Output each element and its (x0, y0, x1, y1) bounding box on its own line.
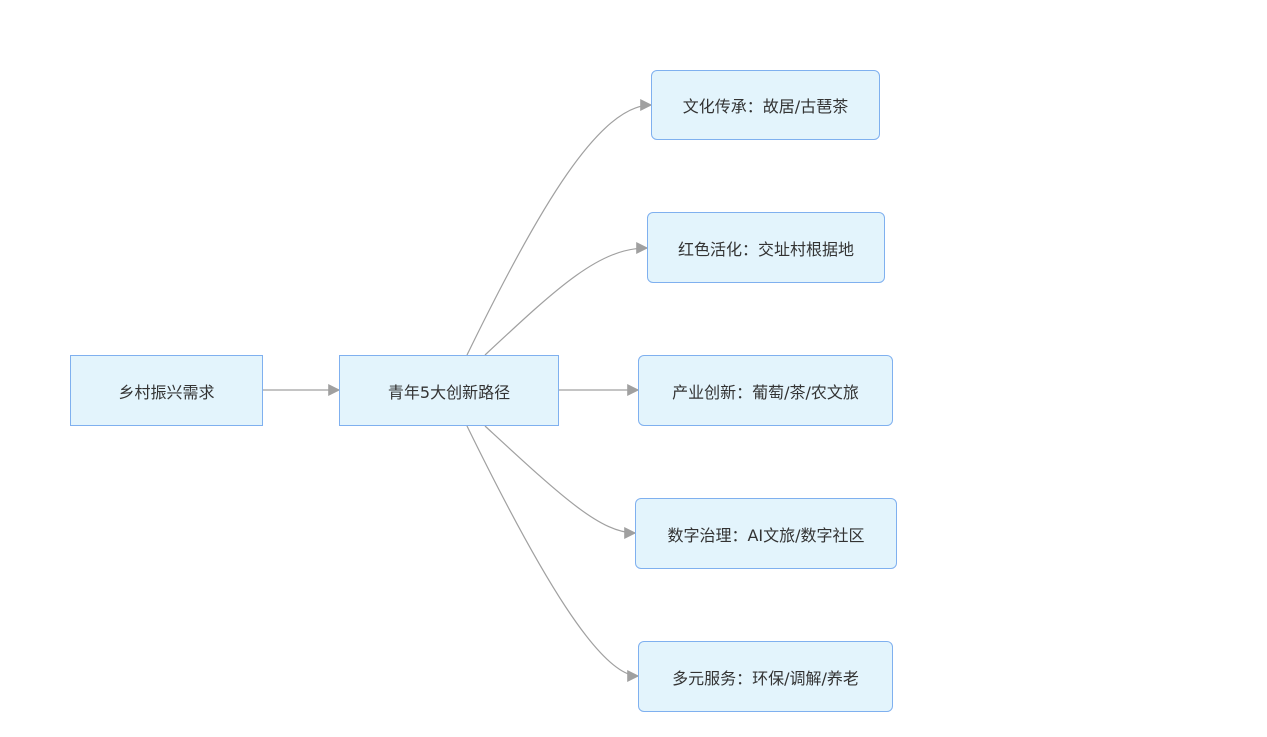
edge-paths-to-red (484, 242, 649, 356)
node-culture-heritage: 文化传承：故居/古琶茶 (651, 70, 880, 140)
node-label: 多元服务：环保/调解/养老 (672, 668, 859, 688)
node-label: 产业创新：葡萄/茶/农文旅 (672, 382, 859, 402)
node-youth-innovation-paths: 青年5大创新路径 (339, 355, 559, 426)
node-diverse-services: 多元服务：环保/调解/养老 (638, 641, 893, 712)
node-label: 数字治理：AI文旅/数字社区 (667, 525, 865, 545)
edge-paths-to-service (466, 425, 640, 682)
node-label: 乡村振兴需求 (118, 382, 215, 402)
edge-paths-to-culture (466, 99, 653, 356)
node-rural-revitalization-demand: 乡村振兴需求 (70, 355, 263, 426)
node-red-activation: 红色活化：交址村根据地 (647, 212, 885, 283)
node-label: 文化传承：故居/古琶茶 (682, 97, 849, 116)
node-industry-innovation: 产业创新：葡萄/茶/农文旅 (638, 355, 893, 426)
node-label: 红色活化：交址村根据地 (677, 239, 854, 259)
node-label: 青年5大创新路径 (387, 382, 511, 402)
node-digital-governance: 数字治理：AI文旅/数字社区 (635, 498, 897, 569)
edge-paths-to-digital (484, 425, 637, 539)
